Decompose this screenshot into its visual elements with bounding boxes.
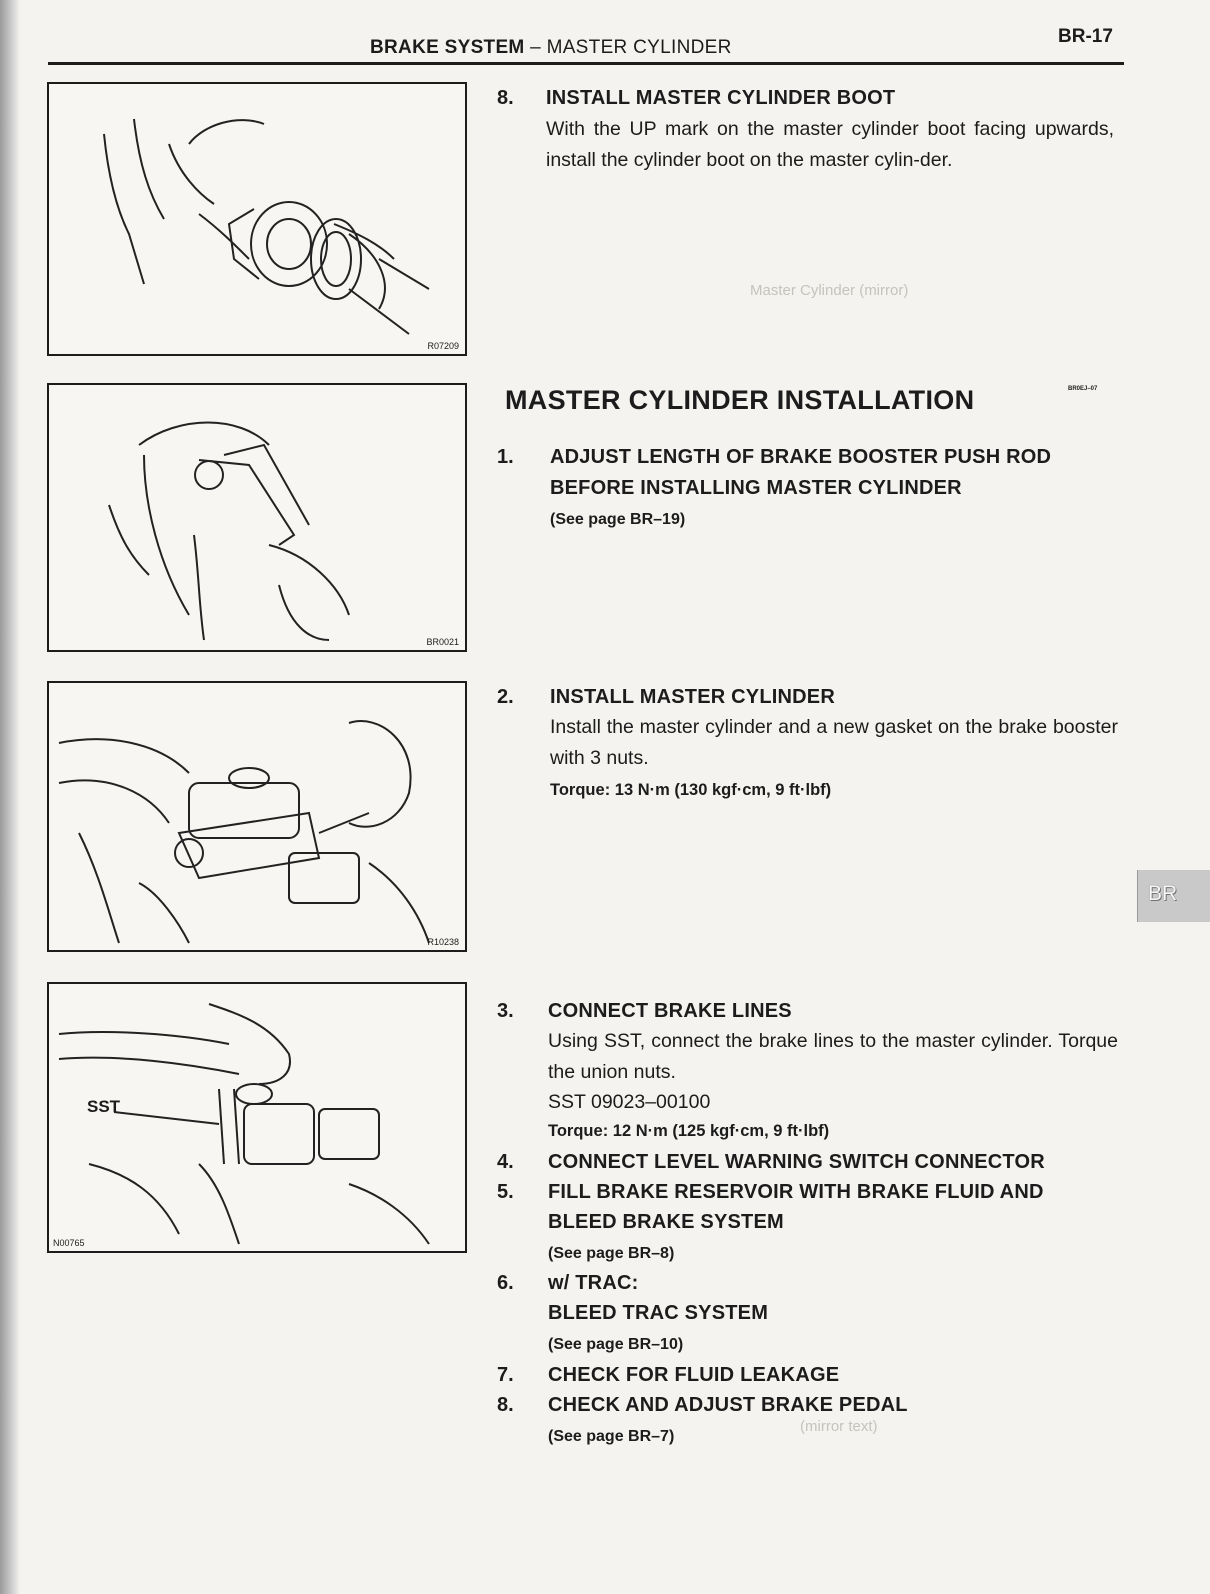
figure-code: BR0021 xyxy=(426,637,459,647)
page-header-title: BRAKE SYSTEM – MASTER CYLINDER xyxy=(370,37,732,58)
master-cylinder-illustration xyxy=(58,720,430,944)
step-title: CONNECT LEVEL WARNING SWITCH CONNECTOR xyxy=(548,1151,1045,1173)
section-code: BR0EJ–07 xyxy=(1068,386,1098,392)
step-note: (See page BR–10) xyxy=(548,1336,684,1353)
step-text: Install the master cylinder and a new ga… xyxy=(550,716,1118,769)
sst-callout-label: SST xyxy=(87,1097,121,1116)
torque-spec: Torque: 12 N·m (125 kgf·cm, 9 ft·lbf) xyxy=(548,1122,830,1140)
step-title: FILL BRAKE RESERVOIR WITH BRAKE FLUID AN… xyxy=(548,1181,1044,1203)
page-number: BR-17 xyxy=(1058,26,1113,47)
step-text: With the UP mark on the master cylinder … xyxy=(546,118,1114,171)
step-note: (See page BR–19) xyxy=(550,511,686,528)
step-number: 3. xyxy=(497,1000,514,1022)
section-tab-br: BR xyxy=(1137,870,1210,922)
step-number: 1. xyxy=(497,446,514,468)
figure-code: R10238 xyxy=(427,937,459,947)
figure-code: N00765 xyxy=(53,1238,85,1248)
step-title: ADJUST LENGTH OF BRAKE BOOSTER PUSH ROD xyxy=(550,446,1052,468)
figure-master-cylinder-install: R10238 xyxy=(47,681,467,952)
step-note: (See page BR–7) xyxy=(548,1428,675,1445)
step-number: 6. xyxy=(497,1272,514,1294)
step-number: 7. xyxy=(497,1364,514,1386)
step-title: BLEED BRAKE SYSTEM xyxy=(548,1211,784,1233)
step-note: (See page BR–8) xyxy=(548,1245,675,1262)
figure-boot-installation: R07209 xyxy=(47,82,467,356)
torque-spec: Torque: 13 N·m (130 kgf·cm, 9 ft·lbf) xyxy=(550,781,832,799)
step-title: CHECK AND ADJUST BRAKE PEDAL xyxy=(548,1394,908,1416)
sst-number: SST 09023–00100 xyxy=(548,1091,711,1113)
step-title: CHECK FOR FLUID LEAKAGE xyxy=(548,1364,840,1386)
figure-code: R07209 xyxy=(427,341,459,351)
step-number: 8. xyxy=(497,87,514,109)
step-text: Using SST, connect the brake lines to th… xyxy=(548,1030,1118,1083)
push-rod-illustration xyxy=(108,421,350,641)
step-title: INSTALL MASTER CYLINDER xyxy=(550,686,835,708)
step-title: BLEED TRAC SYSTEM xyxy=(548,1302,769,1324)
step-number: 8. xyxy=(497,1394,514,1416)
step-title: INSTALL MASTER CYLINDER BOOT xyxy=(546,87,896,109)
step-number: 2. xyxy=(497,686,514,708)
brake-lines-illustration xyxy=(58,1003,430,1245)
step-title: BEFORE INSTALLING MASTER CYLINDER xyxy=(550,477,962,499)
figure-push-rod-adjust: BR0021 xyxy=(47,383,467,652)
page-binding-shadow xyxy=(0,0,20,1594)
figure-brake-lines: SST N00765 xyxy=(47,982,467,1253)
boot-illustration xyxy=(103,118,430,335)
step-number: 4. xyxy=(497,1151,514,1173)
step-number: 5. xyxy=(497,1181,514,1203)
step-title: w/ TRAC: xyxy=(548,1272,639,1294)
section-title: MASTER CYLINDER INSTALLATION xyxy=(505,385,975,415)
section-tab-label: BR xyxy=(1148,882,1178,905)
step-title: CONNECT BRAKE LINES xyxy=(548,1000,792,1022)
header-rule xyxy=(48,62,1124,65)
